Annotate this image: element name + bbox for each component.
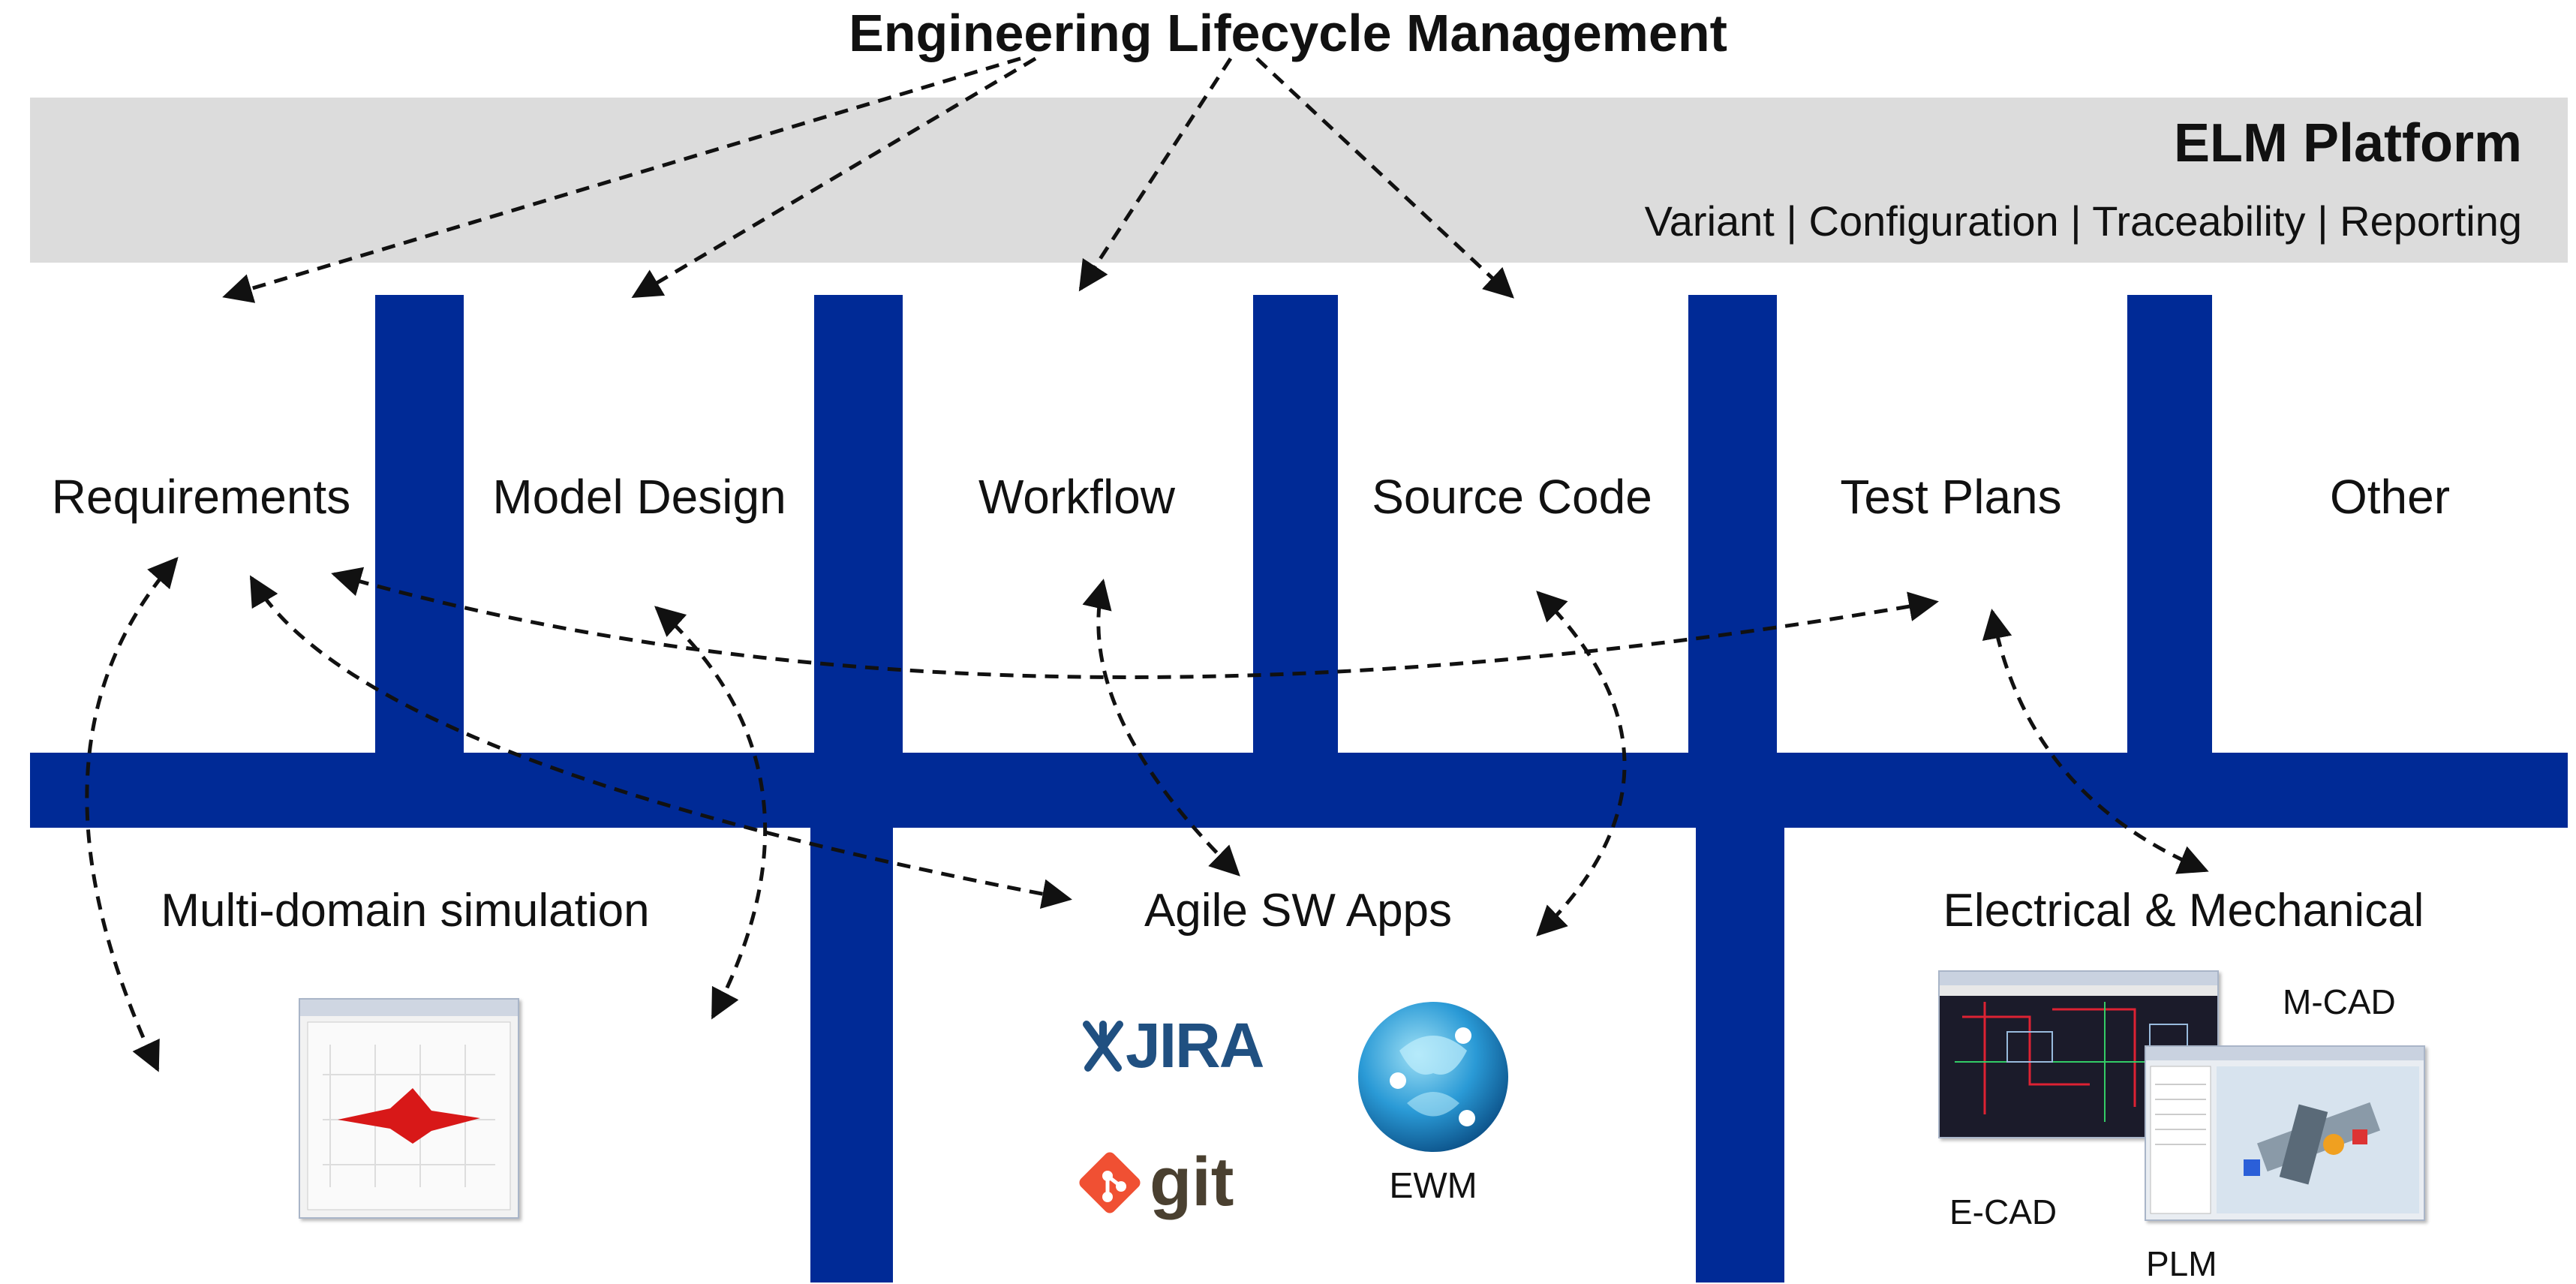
ewm-label: EWM xyxy=(1389,1166,1477,1206)
arrow-test-plans-electrical xyxy=(1982,609,2209,874)
simulation-plot-thumbnail xyxy=(299,998,519,1219)
arrow-title-model-design xyxy=(631,56,1037,299)
diagram-title: Engineering Lifecycle Management xyxy=(849,4,1727,62)
arrow-title-workflow xyxy=(1078,57,1233,292)
upper-pillar-3 xyxy=(1253,295,1338,756)
column-label-test-plans: Test Plans xyxy=(1840,470,2062,524)
column-label-other: Other xyxy=(2329,470,2451,524)
lower-pillar-2 xyxy=(1696,828,1784,1282)
simulation-plot-icon xyxy=(300,1000,518,1210)
column-label-workflow: Workflow xyxy=(978,470,1175,524)
arrow-model-design-simulation xyxy=(654,606,768,1020)
plm-icon xyxy=(2146,1047,2424,1214)
domain-label-electrical: Electrical & Mechanical xyxy=(1943,885,2424,937)
domain-label-agile: Agile SW Apps xyxy=(1144,885,1453,937)
ewm-icon xyxy=(1358,1002,1508,1152)
column-label-requirements: Requirements xyxy=(51,470,351,524)
arrow-source-code-agile xyxy=(1536,591,1627,937)
git-wordmark: git xyxy=(1150,1143,1234,1220)
ewm-logo: EWM xyxy=(1351,998,1516,1207)
arrow-requirements-test-plans xyxy=(331,567,1939,679)
arrow-requirements-agile xyxy=(249,575,1072,909)
ecad-icon xyxy=(1940,972,2217,1122)
platform-band xyxy=(30,98,2568,263)
plm-label: PLM xyxy=(2146,1244,2217,1283)
column-label-source-code: Source Code xyxy=(1372,470,1652,524)
platform-capabilities: Variant | Configuration | Traceability |… xyxy=(1644,197,2522,245)
mcad-label: M-CAD xyxy=(2283,982,2396,1021)
arrow-requirements-simulation xyxy=(85,556,179,1072)
jira-logo: JIRA xyxy=(1081,1009,1264,1081)
git-logo: git xyxy=(1072,1141,1234,1223)
jira-wordmark: JIRA xyxy=(1126,1009,1264,1081)
platform-title: ELM Platform xyxy=(2173,113,2522,173)
arrow-title-source-code xyxy=(1255,57,1514,299)
column-label-model-design: Model Design xyxy=(492,470,786,524)
arrow-title-requirements xyxy=(222,56,1021,303)
jira-icon xyxy=(1083,1021,1123,1072)
plm-screenshot xyxy=(2145,1045,2425,1221)
ecad-screenshot xyxy=(1938,970,2219,1138)
ecad-label: E-CAD xyxy=(1949,1192,2057,1231)
upper-pillar-4 xyxy=(1688,295,1777,756)
arrow-workflow-agile xyxy=(1082,579,1240,877)
git-icon xyxy=(1079,1152,1141,1213)
